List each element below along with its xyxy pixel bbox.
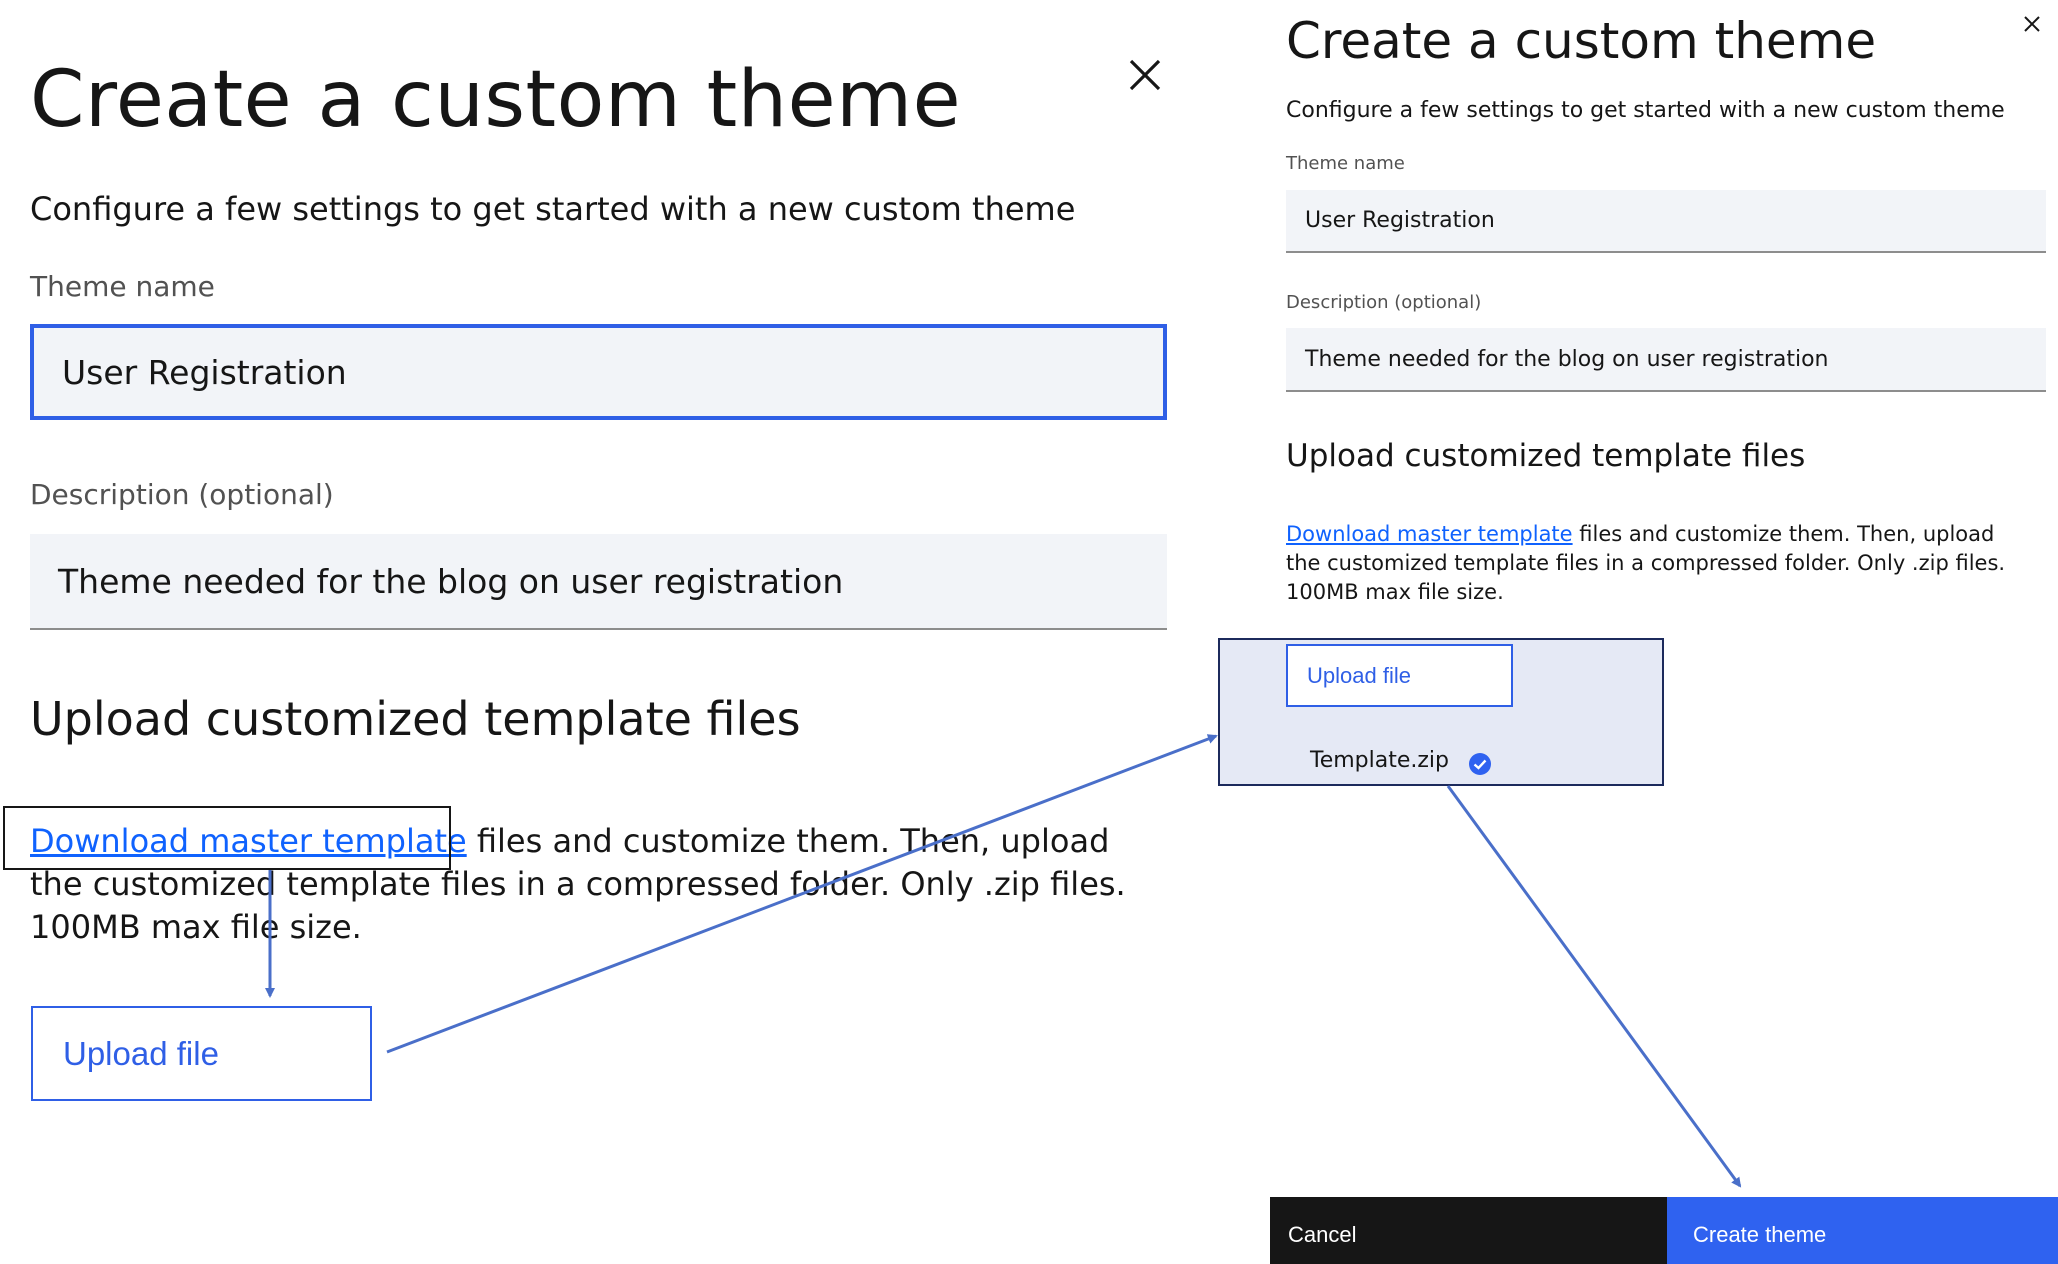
- panel-subtitle: Configure a few settings to get started …: [1286, 98, 2005, 123]
- panel-upload-instructions: Download master template files and custo…: [1286, 520, 2026, 607]
- checkmark-filled-icon: [1469, 753, 1491, 775]
- description-value: Theme needed for the blog on user regist…: [58, 561, 844, 601]
- panel-theme-name-label: Theme name: [1286, 153, 1405, 174]
- panel-close-button[interactable]: [2018, 10, 2046, 38]
- panel-title: Create a custom theme: [1286, 12, 1877, 70]
- description-label: Description (optional): [30, 478, 334, 511]
- upload-file-button[interactable]: Upload file: [31, 1006, 372, 1101]
- panel-theme-name-input[interactable]: User Registration: [1286, 190, 2046, 253]
- description-input[interactable]: Theme needed for the blog on user regist…: [30, 534, 1167, 630]
- upload-heading: Upload customized template files: [30, 692, 801, 746]
- theme-name-label: Theme name: [30, 270, 215, 303]
- arrow-file-to-create: [1446, 785, 1742, 1188]
- subtitle: Configure a few settings to get started …: [30, 190, 1076, 228]
- theme-name-input[interactable]: User Registration: [30, 324, 1167, 420]
- panel-upload-instructions-text: files and customize them. Then, upload t…: [1286, 522, 2006, 604]
- page-title: Create a custom theme: [30, 55, 962, 145]
- panel-description-label: Description (optional): [1286, 292, 1482, 313]
- close-icon: [2024, 16, 2040, 32]
- panel-theme-name-value: User Registration: [1305, 208, 1495, 233]
- upload-instructions: Download master template files and custo…: [30, 820, 1150, 949]
- download-master-template-link[interactable]: Download master template: [30, 822, 467, 860]
- panel-upload-heading: Upload customized template files: [1286, 438, 1806, 474]
- close-button[interactable]: [1125, 55, 1165, 95]
- panel-download-master-template-link[interactable]: Download master template: [1286, 522, 1573, 546]
- close-icon: [1129, 59, 1161, 91]
- panel-description-input[interactable]: Theme needed for the blog on user regist…: [1286, 328, 2046, 392]
- panel-description-value: Theme needed for the blog on user regist…: [1305, 346, 1829, 372]
- panel-upload-file-button[interactable]: Upload file: [1286, 644, 1513, 707]
- create-theme-button[interactable]: Create theme: [1667, 1197, 2058, 1264]
- theme-name-value: User Registration: [62, 352, 347, 392]
- cancel-button[interactable]: Cancel: [1270, 1197, 1667, 1264]
- uploaded-file-name: Template.zip: [1310, 748, 1450, 773]
